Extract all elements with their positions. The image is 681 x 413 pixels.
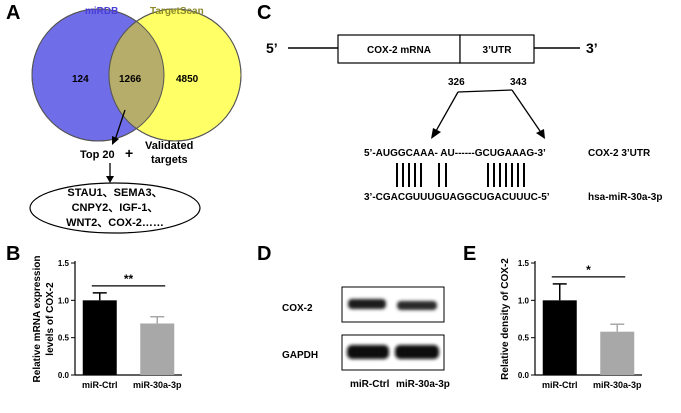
chart-e-x-tick-label: miR-30a-3p <box>593 380 642 390</box>
band-cox2-ctrl <box>348 299 386 309</box>
gene-line-2: CNPY2、IGF-1、 <box>72 202 159 214</box>
chart-b-y-tick-label: 1.0 <box>58 296 70 305</box>
chart-e: Relative density of COX-2 0.0 0.5 1.0 1.5 miR… <box>500 258 642 390</box>
position-start: 326 <box>448 77 465 88</box>
arrow-left <box>435 91 459 132</box>
utr-label: 3’UTR <box>483 45 513 56</box>
panel-c-letter: C <box>257 2 272 24</box>
chart-b-x-tick-label: miR-30a-3p <box>133 380 182 390</box>
gene-list-ellipse <box>29 182 201 234</box>
chart-b-y-tick-label: 0.0 <box>58 371 70 380</box>
panel-e-letter: E <box>463 243 477 265</box>
validated-line2: targets <box>151 154 188 166</box>
venn-left-count: 124 <box>72 74 89 85</box>
plus-sign: + <box>125 145 133 161</box>
blot-lane-ctrl: miR-Ctrl <box>350 379 390 390</box>
gene-line-3: WNT2、COX-2…… <box>66 217 164 229</box>
base-pair-lines <box>396 163 525 187</box>
chart-e-y-tick-label: 0.0 <box>518 371 530 380</box>
target-site-diagram: 5’ 3’ COX-2 mRNA 3’UTR 326 343 5’-AUGGCA… <box>266 34 662 203</box>
bracket-top <box>457 89 513 93</box>
panel-d-letter: D <box>257 243 272 265</box>
position-end: 343 <box>510 77 527 88</box>
chart-b-bar <box>140 323 175 375</box>
venn-diagram: miRDB TargetScan 124 1266 4850 Top 20 + … <box>29 6 242 234</box>
venn-overlap-count: 1266 <box>119 74 142 85</box>
chart-e-x-tick-label: miR-Ctrl <box>542 380 578 390</box>
blot-lane-mir: miR-30a-3p <box>396 379 450 390</box>
chart-e-significance-label: * <box>586 263 591 277</box>
blot-row-gapdh: GAPDH <box>282 350 318 361</box>
chart-b-bar <box>82 300 117 375</box>
five-prime-label: 5’ <box>266 40 278 56</box>
panel-b-letter: B <box>6 243 21 265</box>
chart-b-y-tick-label: 1.5 <box>58 259 70 268</box>
chart-b-y-tick-label: 0.5 <box>58 334 70 343</box>
band-cox2-mir <box>397 301 437 310</box>
chart-e-bar <box>600 331 635 375</box>
venn-right-label: TargetScan <box>150 6 204 17</box>
chart-e-y-tick-label: 0.5 <box>518 334 530 343</box>
chart-e-y-tick-label: 1.5 <box>518 259 530 268</box>
label-cox2-utr: COX-2 3’UTR <box>588 148 651 159</box>
venn-right-count: 4850 <box>176 74 199 85</box>
venn-overlap <box>109 9 164 141</box>
venn-arrow <box>114 109 126 141</box>
chart-b-x-tick-label: miR-Ctrl <box>82 380 118 390</box>
chart-e-y-tick-label: 1.0 <box>518 296 530 305</box>
chart-b-y-axis-label: Relative mRNA expression <box>32 256 43 383</box>
gene-line-1: STAU1、SEMA3、 <box>67 187 162 199</box>
sequence-bottom: 3’-CGACGUUUGUAGGCUGACUUUC-5’ <box>364 192 550 203</box>
sequence-top: 5’-AUGGCAAA- AU------GCUGAAAG-3’ <box>364 148 546 159</box>
validated-line1: Validated <box>145 140 193 152</box>
chart-b-significance-label: ** <box>124 272 134 286</box>
chart-e-bar <box>542 300 577 375</box>
chart-b-y-axis-label: levels of COX-2 <box>45 282 56 356</box>
venn-left-label: miRDB <box>85 6 118 17</box>
mrna-label: COX-2 mRNA <box>367 45 431 56</box>
top-20-text: Top 20 <box>80 149 115 161</box>
chart-e-y-axis-label: Relative density of COX-2 <box>500 258 511 380</box>
band-gapdh-ctrl <box>347 345 389 359</box>
arrow-right <box>511 89 541 132</box>
three-prime-label: 3’ <box>586 40 598 56</box>
label-mirna: hsa-miR-30a-3p <box>588 192 662 203</box>
blot-row-cox2: COX-2 <box>282 303 313 314</box>
western-blot: COX-2 GAPDH miR-Ctrl miR-30a-3p <box>282 286 450 390</box>
panel-a-letter: A <box>6 2 21 24</box>
band-gapdh-mir <box>395 345 439 359</box>
utr-box <box>459 34 535 64</box>
